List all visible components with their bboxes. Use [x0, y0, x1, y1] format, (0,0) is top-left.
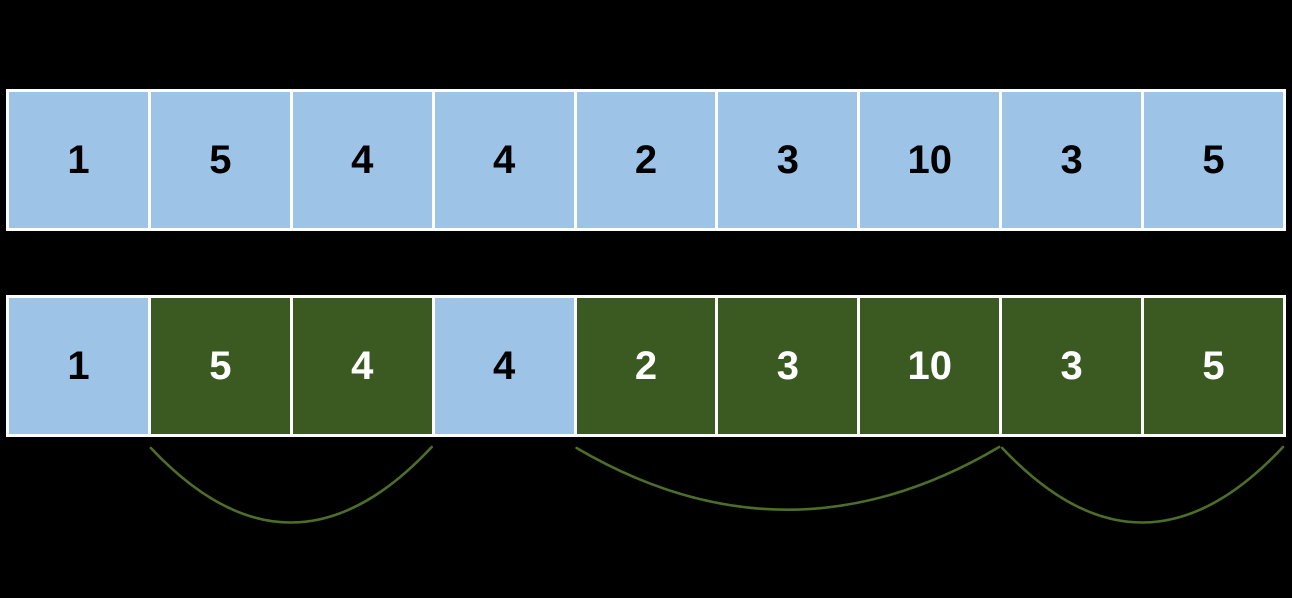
array-cell: 3 — [1002, 92, 1142, 228]
array-cell: 3 — [718, 298, 858, 434]
array-cell: 3 — [1002, 298, 1142, 434]
group-arc — [575, 445, 1001, 511]
array-cell: 1 — [9, 298, 148, 434]
array-cell: 1 — [9, 92, 148, 228]
array-cell: 5 — [150, 92, 290, 228]
array-cell: 5 — [150, 298, 290, 434]
array-cell: 4 — [434, 298, 574, 434]
array-cell: 3 — [718, 92, 858, 228]
array-cell: 2 — [576, 298, 716, 434]
array-cell: 5 — [1144, 298, 1283, 434]
array-cell: 4 — [434, 92, 574, 228]
array-cell: 4 — [292, 92, 432, 228]
group-arc — [1000, 445, 1285, 524]
array-cell: 5 — [1144, 92, 1283, 228]
array-cell: 4 — [292, 298, 432, 434]
array-cell: 2 — [576, 92, 716, 228]
array-cell: 10 — [860, 92, 1000, 228]
group-arc — [149, 445, 433, 524]
array-cell: 10 — [860, 298, 1000, 434]
